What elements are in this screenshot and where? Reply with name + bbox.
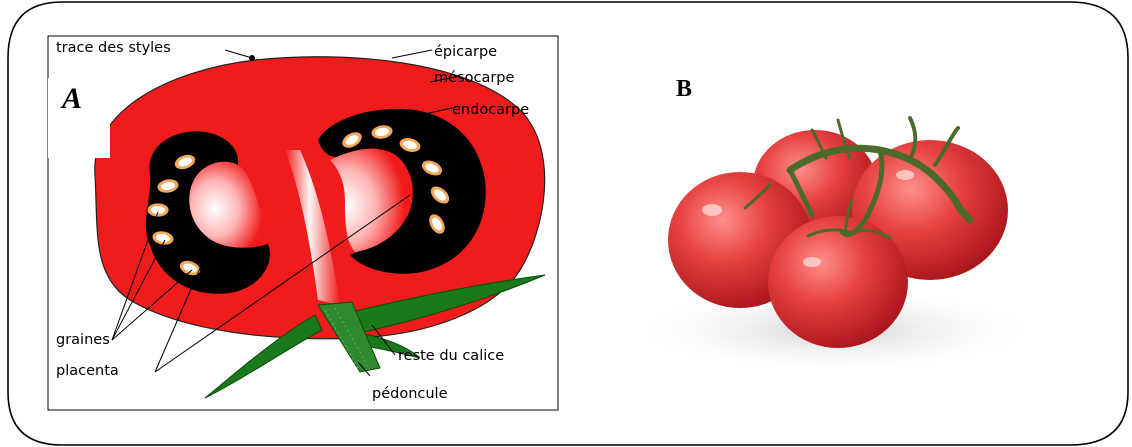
panel-label-b: B [676,76,692,103]
panel-label-a: A [62,82,82,116]
